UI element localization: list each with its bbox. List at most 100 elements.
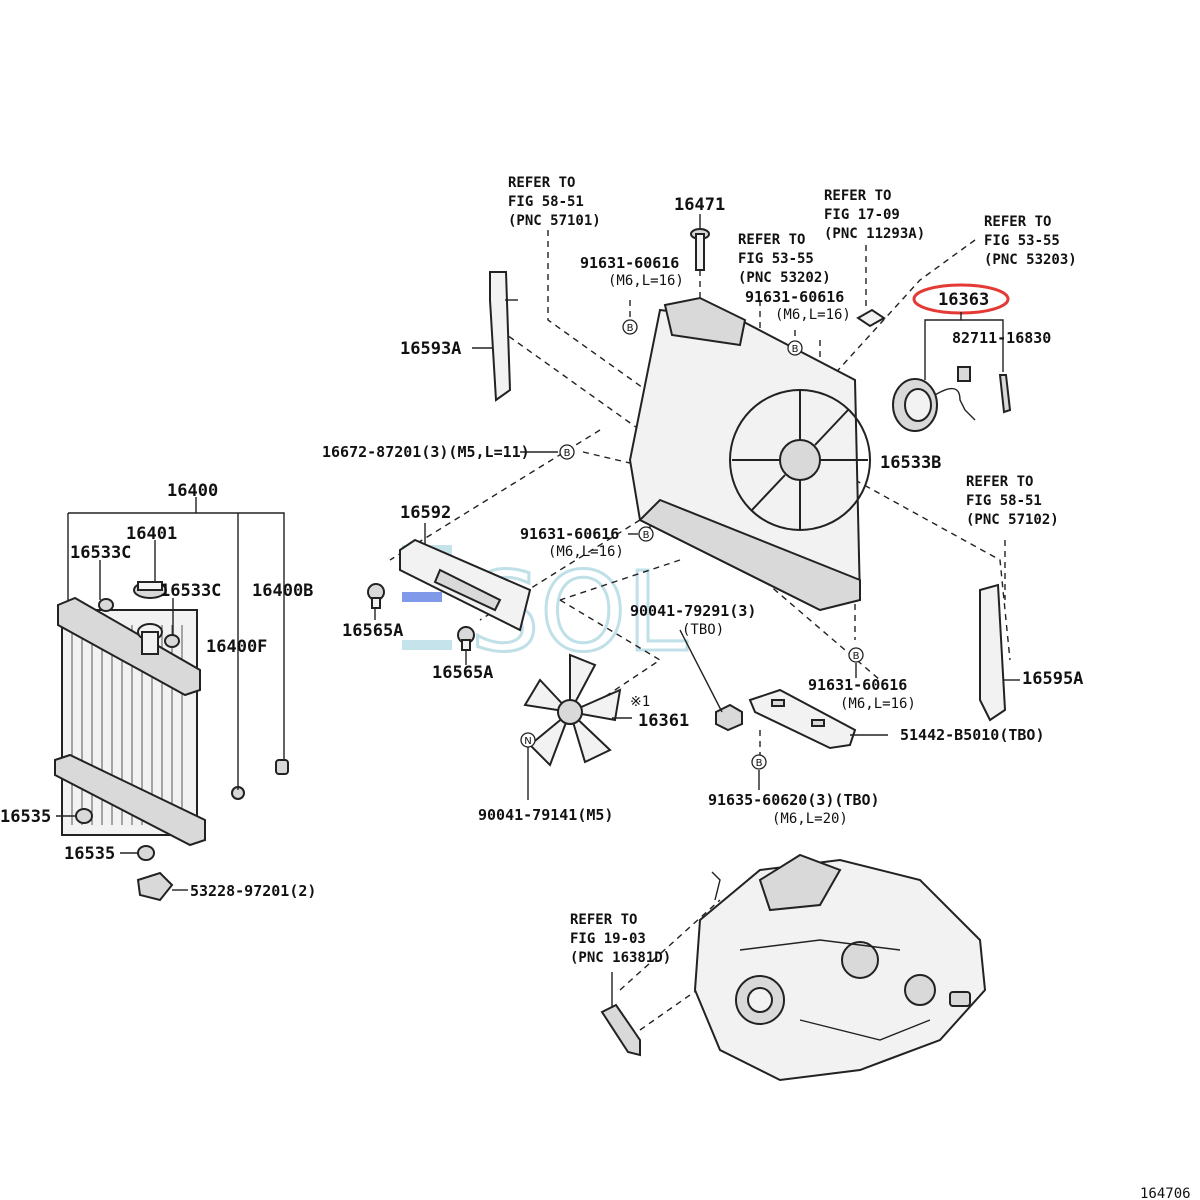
svg-text:(PNC 57102): (PNC 57102) bbox=[966, 512, 1059, 528]
ref-fig-53-55-b: REFER TO FIG 53-55 (PNC 53203) bbox=[984, 214, 1077, 268]
bracket-51442 bbox=[748, 688, 857, 750]
corner-code: 164706 bbox=[1140, 1186, 1191, 1200]
radiator-assembly bbox=[54, 596, 206, 847]
svg-text:B: B bbox=[792, 344, 799, 355]
label-91631-c-spec: (M6,L=16) bbox=[548, 544, 624, 560]
fan-motor-16363 bbox=[892, 366, 976, 432]
mark-b-6: B bbox=[751, 754, 767, 770]
ref-fig-53-55-a: REFER TO FIG 53-55 (PNC 53202) bbox=[738, 232, 831, 286]
svg-text:(PNC 16381D): (PNC 16381D) bbox=[570, 950, 671, 966]
ref-fig-58-51-b: REFER TO FIG 58-51 (PNC 57102) bbox=[966, 474, 1059, 528]
bolt-16471 bbox=[690, 228, 710, 271]
label-16400F: 16400F bbox=[206, 637, 267, 657]
label-16595A: 16595A bbox=[1022, 669, 1083, 689]
svg-text:FIG 58-51: FIG 58-51 bbox=[966, 493, 1042, 509]
drain-cock-16400B bbox=[275, 759, 289, 775]
svg-text:(PNC 57101): (PNC 57101) bbox=[508, 213, 601, 229]
label-16471: 16471 bbox=[674, 195, 725, 215]
engine-assembly bbox=[693, 853, 987, 1082]
svg-text:B: B bbox=[643, 530, 650, 541]
svg-text:REFER TO: REFER TO bbox=[824, 188, 891, 204]
nut-90041-79291 bbox=[715, 703, 743, 732]
label-16533C-a: 16533C bbox=[70, 543, 131, 563]
svg-text:REFER TO: REFER TO bbox=[508, 175, 575, 191]
mark-b-1: B bbox=[622, 319, 638, 335]
cushion-16535-b bbox=[137, 845, 155, 861]
clip-16565A-a bbox=[367, 583, 385, 609]
label-16593A: 16593A bbox=[400, 339, 461, 359]
svg-text:(PNC 53202): (PNC 53202) bbox=[738, 270, 831, 286]
label-16565A-b: 16565A bbox=[432, 663, 493, 683]
label-91635-spec: (M6,L=20) bbox=[772, 811, 848, 827]
label-91631-a: 91631-60616 bbox=[580, 254, 679, 272]
radiator-lower-tank bbox=[54, 753, 206, 847]
label-16400: 16400 bbox=[167, 481, 218, 501]
svg-text:REFER TO: REFER TO bbox=[738, 232, 805, 248]
fan-motor-wire-82711 bbox=[998, 374, 1012, 414]
svg-text:(PNC 53203): (PNC 53203) bbox=[984, 252, 1077, 268]
part-labels: 16471 91631-60616 (M6,L=16) 91631-60616 … bbox=[0, 195, 1191, 1200]
label-16535-b: 16535 bbox=[64, 844, 115, 864]
svg-text:FIG 17-09: FIG 17-09 bbox=[824, 207, 900, 223]
mark-b-3: B bbox=[559, 444, 575, 460]
label-90041-79141: 90041-79141(M5) bbox=[478, 806, 613, 824]
bracket-53228 bbox=[136, 871, 174, 902]
svg-text:(PNC 11293A): (PNC 11293A) bbox=[824, 226, 925, 242]
radiator-cap-16401 bbox=[133, 581, 167, 599]
svg-text:B: B bbox=[564, 448, 571, 459]
label-91631-b-spec: (M6,L=16) bbox=[775, 307, 851, 323]
shroud-fan-hub bbox=[779, 439, 821, 481]
seal-16533C-left bbox=[98, 598, 114, 612]
label-16361-note: ※1 bbox=[630, 694, 650, 710]
svg-text:B: B bbox=[627, 323, 634, 334]
label-91631-d-spec: (M6,L=16) bbox=[840, 696, 916, 712]
label-16400B: 16400B bbox=[252, 581, 313, 601]
label-16361: 16361 bbox=[638, 711, 689, 731]
label-91635: 91635-60620(3)(TBO) bbox=[708, 791, 880, 809]
ref-fig-58-51-a: REFER TO FIG 58-51 (PNC 57101) bbox=[508, 175, 601, 229]
label-91631-a-spec: (M6,L=16) bbox=[608, 273, 684, 289]
svg-text:FIG 53-55: FIG 53-55 bbox=[738, 251, 814, 267]
label-82711: 82711-16830 bbox=[952, 329, 1051, 347]
ref-fig-17-09: REFER TO FIG 17-09 (PNC 11293A) bbox=[824, 188, 925, 242]
label-91631-c: 91631-60616 bbox=[520, 525, 619, 543]
label-16401: 16401 bbox=[126, 524, 177, 544]
label-91631-b: 91631-60616 bbox=[745, 288, 844, 306]
svg-text:FIG 58-51: FIG 58-51 bbox=[508, 194, 584, 210]
label-16363: 16363 bbox=[938, 290, 989, 310]
svg-text:B: B bbox=[756, 758, 763, 769]
svg-text:FIG 19-03: FIG 19-03 bbox=[570, 931, 646, 947]
label-16565A-a: 16565A bbox=[342, 621, 403, 641]
label-16592: 16592 bbox=[400, 503, 451, 523]
svg-text:REFER TO: REFER TO bbox=[984, 214, 1051, 230]
radiator-upper-tank bbox=[57, 596, 201, 697]
svg-text:B: B bbox=[853, 651, 860, 662]
label-90041-79291: 90041-79291(3) bbox=[630, 602, 756, 620]
label-16672: 16672-87201(3)(M5,L=11) bbox=[322, 443, 530, 461]
circle-markers: B B B B B B N bbox=[520, 319, 864, 770]
svg-text:REFER TO: REFER TO bbox=[966, 474, 1033, 490]
ref-fig-19-03: REFER TO FIG 19-03 (PNC 16381D) bbox=[570, 912, 671, 966]
fan-shroud-16533B bbox=[628, 296, 871, 612]
leader-lines bbox=[389, 230, 1011, 1031]
mark-b-2: B bbox=[787, 340, 803, 356]
cushion-16535-a bbox=[75, 808, 93, 824]
engine-mount-bracket bbox=[600, 1003, 641, 1057]
mark-b-5: B bbox=[848, 647, 864, 663]
label-91631-d: 91631-60616 bbox=[808, 676, 907, 694]
mark-b-4: B bbox=[638, 526, 654, 542]
cooling-fan-16361 bbox=[523, 653, 622, 767]
air-guide-16595A bbox=[979, 583, 1007, 722]
label-16533C-b: 16533C bbox=[160, 581, 221, 601]
label-90041-79291-spec: (TBO) bbox=[682, 622, 724, 638]
shroud-upper-mount bbox=[663, 296, 747, 347]
label-53228: 53228-97201(2) bbox=[190, 882, 316, 900]
mark-n-1: N bbox=[520, 732, 536, 748]
svg-text:REFER TO: REFER TO bbox=[570, 912, 637, 928]
ref-17-09-part bbox=[856, 308, 886, 328]
label-16535-a: 16535 bbox=[0, 807, 51, 827]
seal-16533C-right bbox=[164, 634, 180, 648]
svg-text:FIG 53-55: FIG 53-55 bbox=[984, 233, 1060, 249]
seal-panel-16592 bbox=[399, 538, 532, 632]
